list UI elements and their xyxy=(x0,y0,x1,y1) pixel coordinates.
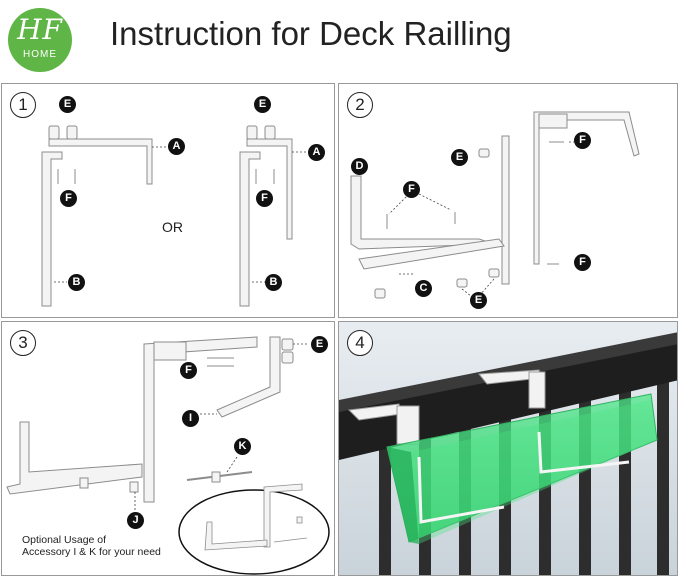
part-label-f: F xyxy=(256,190,273,207)
step-1-illustration xyxy=(41,125,308,307)
part-label-e: E xyxy=(311,336,328,353)
part-label-e: E xyxy=(59,96,76,113)
part-label-e: E xyxy=(451,149,468,166)
step-3-number: 3 xyxy=(10,330,36,356)
logo-sub: HOME xyxy=(23,49,57,60)
part-label-b: B xyxy=(68,274,85,291)
part-label-d: D xyxy=(351,158,368,175)
part-label-f: F xyxy=(60,190,77,207)
part-label-b: B xyxy=(265,274,282,291)
step-4-photo xyxy=(339,322,677,575)
part-label-e: E xyxy=(470,292,487,309)
part-label-e: E xyxy=(254,96,271,113)
step-3-illustration xyxy=(6,336,330,575)
part-label-f: F xyxy=(403,181,420,198)
step-4-panel: 4 xyxy=(338,321,678,576)
part-label-f: F xyxy=(574,254,591,271)
part-label-f: F xyxy=(574,132,591,149)
step-1-number: 1 xyxy=(10,92,36,118)
optional-note: Optional Usage of Accessory I & K for yo… xyxy=(22,534,161,558)
part-label-a: A xyxy=(168,138,185,155)
part-label-j: J xyxy=(127,512,144,529)
step-2-panel: 2 F E D F F C E xyxy=(338,83,678,318)
step-2-number: 2 xyxy=(347,92,373,118)
part-label-i: I xyxy=(182,410,199,427)
part-label-f: F xyxy=(180,362,197,379)
step-2-illustration xyxy=(350,111,640,299)
optional-note-line-2: Accessory I & K for your need xyxy=(22,546,161,558)
logo-mark: HF xyxy=(17,13,63,46)
step-1-panel: 1 OR E A F B E A F B xyxy=(1,83,335,318)
or-label: OR xyxy=(162,219,183,235)
step-4-number: 4 xyxy=(347,330,373,356)
optional-note-line-1: Optional Usage of xyxy=(22,534,107,546)
page-title: Instruction for Deck Railling xyxy=(110,15,512,52)
part-label-c: C xyxy=(415,280,432,297)
step-3-panel: 3 E F I K J Optional Usage of Accessory … xyxy=(1,321,335,576)
brand-logo: HF HOME xyxy=(8,8,72,72)
part-label-a: A xyxy=(308,144,325,161)
part-label-k: K xyxy=(234,438,251,455)
header: HF HOME Instruction for Deck Railling xyxy=(0,0,679,80)
